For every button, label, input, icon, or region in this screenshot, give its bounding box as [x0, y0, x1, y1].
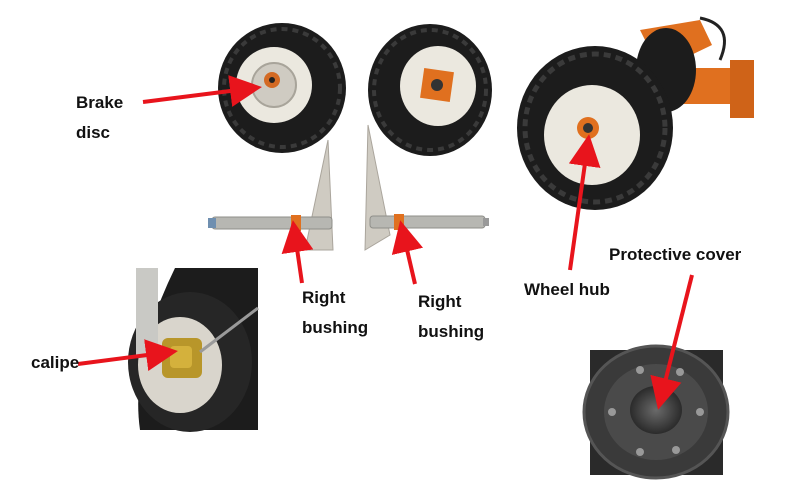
wheel-hub-arrow — [568, 134, 601, 271]
caliper-arrow — [77, 339, 178, 371]
protective-cover-arrow — [650, 274, 694, 410]
brake-disc-label-line2: disc — [76, 123, 111, 142]
right-bushing-left-line2: bushing — [302, 318, 369, 337]
wheel-hub-label: Wheel hub — [524, 280, 610, 299]
right-bushing-left-arrow — [281, 220, 314, 284]
brake-disc-wheel — [218, 23, 346, 153]
brake-disc-arrow — [142, 75, 262, 107]
caliper-photo — [128, 268, 259, 432]
right-bushing-right-line1: Right — [418, 292, 462, 311]
brake-disc-label: Brake disc — [76, 92, 123, 144]
brake-disc-label-line1: Brake — [76, 93, 124, 112]
right-bushing-left-line1: Right — [302, 288, 346, 307]
right-bushing-left-label: Right bushing — [302, 287, 368, 339]
red-arrow-icon — [77, 75, 694, 410]
protective-cover-photo — [582, 344, 730, 480]
left-axle — [208, 139, 334, 251]
caliper-label: calipe — [31, 353, 80, 372]
protective-cover-label: Protective cover — [609, 245, 742, 264]
hub-flange-wheel — [368, 24, 492, 156]
mounted-wheel — [517, 16, 754, 210]
right-bushing-right-label: Right bushing — [418, 291, 484, 343]
right-bushing-right-arrow — [391, 220, 424, 285]
right-bushing-right-line2: bushing — [418, 322, 485, 341]
